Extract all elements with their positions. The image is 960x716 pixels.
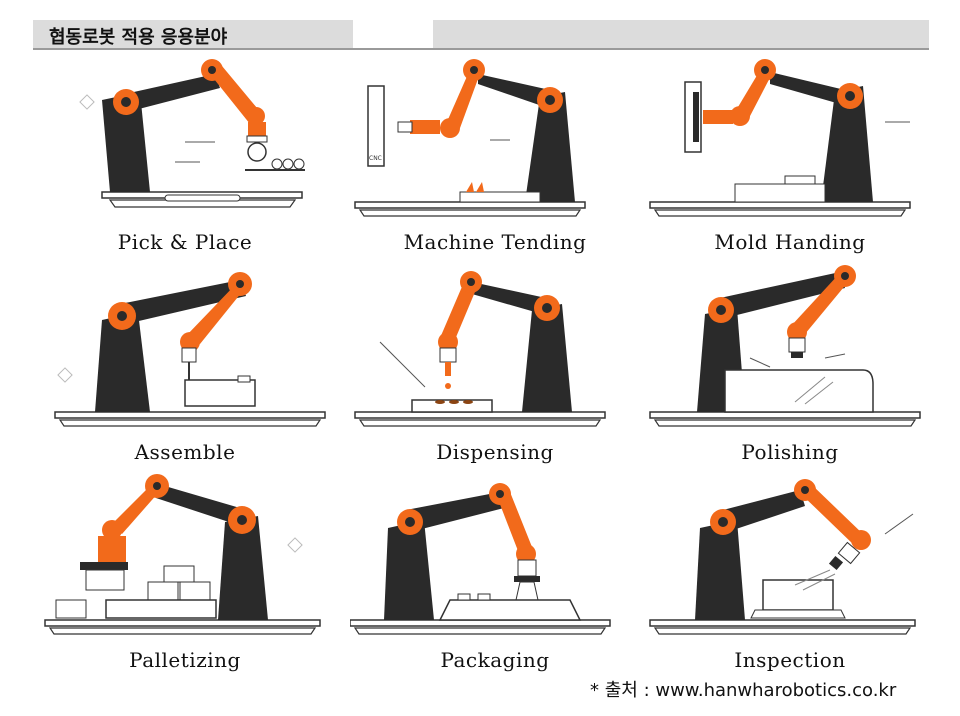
- header-notch: [353, 20, 433, 48]
- application-card-polishing: Polishing: [645, 262, 935, 470]
- palletizing-label: Palletizing: [129, 648, 241, 672]
- page-title: 협동로봇 적용 응용분야: [49, 27, 228, 48]
- inspection-label: Inspection: [734, 648, 846, 672]
- application-card-mold-handing: Mold Handing: [645, 52, 935, 260]
- polishing-robot-icon: [649, 265, 921, 427]
- mold-handing-robot-icon: [649, 59, 911, 217]
- svg-text:CNC: CNC: [369, 155, 382, 162]
- assemble-robot-icon: [54, 272, 326, 427]
- dispensing-robot-icon: [354, 271, 606, 427]
- mold-handing-label: Mold Handing: [714, 230, 866, 254]
- application-card-dispensing: Dispensing: [350, 262, 640, 470]
- polishing-label: Polishing: [741, 440, 839, 464]
- machine-tending-robot-icon: CNC: [354, 59, 586, 217]
- application-card-packaging: Packaging: [350, 470, 640, 678]
- packaging-label: Packaging: [440, 648, 550, 672]
- dispensing-label: Dispensing: [436, 440, 554, 464]
- application-card-inspection: Inspection: [645, 470, 935, 678]
- packaging-robot-icon: [350, 483, 611, 635]
- source-citation: * 출처 : www.hanwharobotics.co.kr: [590, 680, 897, 701]
- application-card-machine-tending: CNC Machine Tending: [350, 52, 640, 260]
- application-card-assemble: Assemble: [40, 262, 330, 470]
- applications-grid: Pick & Place CNC Machine Tending: [40, 52, 940, 682]
- pick-place-label: Pick & Place: [117, 230, 253, 254]
- page-header: 협동로봇 적용 응용분야: [33, 20, 929, 50]
- application-card-pick-place: Pick & Place: [40, 52, 330, 260]
- application-card-palletizing: Palletizing: [40, 470, 330, 678]
- header-underline: [33, 48, 929, 50]
- assemble-label: Assemble: [134, 440, 236, 464]
- header-band: [33, 20, 929, 48]
- inspection-robot-icon: [649, 479, 916, 635]
- palletizing-robot-icon: [44, 474, 321, 635]
- machine-tending-label: Machine Tending: [403, 230, 587, 254]
- pick-place-robot-icon: [79, 59, 305, 208]
